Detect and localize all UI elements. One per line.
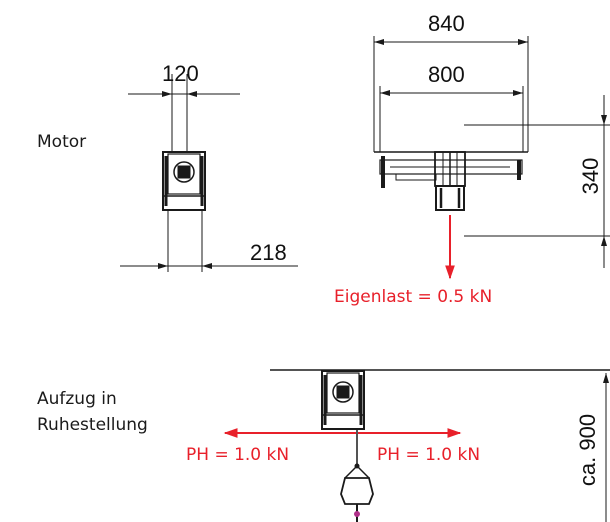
front-view — [373, 36, 610, 268]
dim-218-label: 218 — [250, 240, 287, 265]
gearbox — [435, 185, 465, 211]
dim-900-label: ca. 900 — [575, 413, 600, 487]
dim-340-label: 340 — [578, 157, 603, 195]
aufzug-label-line1: Aufzug in — [37, 389, 117, 409]
dim-840-label: 840 — [428, 11, 465, 36]
hook-body — [340, 477, 374, 505]
housing-rail — [379, 159, 523, 175]
rest-motor-body — [321, 370, 365, 430]
motor-label: Motor — [37, 132, 87, 152]
ph-right-label: PH = 1.0 kN — [377, 445, 481, 465]
ph-left-label: PH = 1.0 kN — [186, 445, 290, 465]
aufzug-label-line2: Ruhestellung — [37, 415, 148, 435]
rest-position-view — [270, 369, 610, 522]
dim-120-label: 120 — [162, 61, 199, 86]
eigenlast-label: Eigenlast = 0.5 kN — [334, 287, 493, 307]
motor-body — [162, 151, 206, 211]
hook-eye — [354, 511, 360, 517]
dim-800-label: 800 — [428, 62, 465, 87]
motor-shaft — [173, 161, 195, 183]
motor-view — [120, 74, 298, 272]
